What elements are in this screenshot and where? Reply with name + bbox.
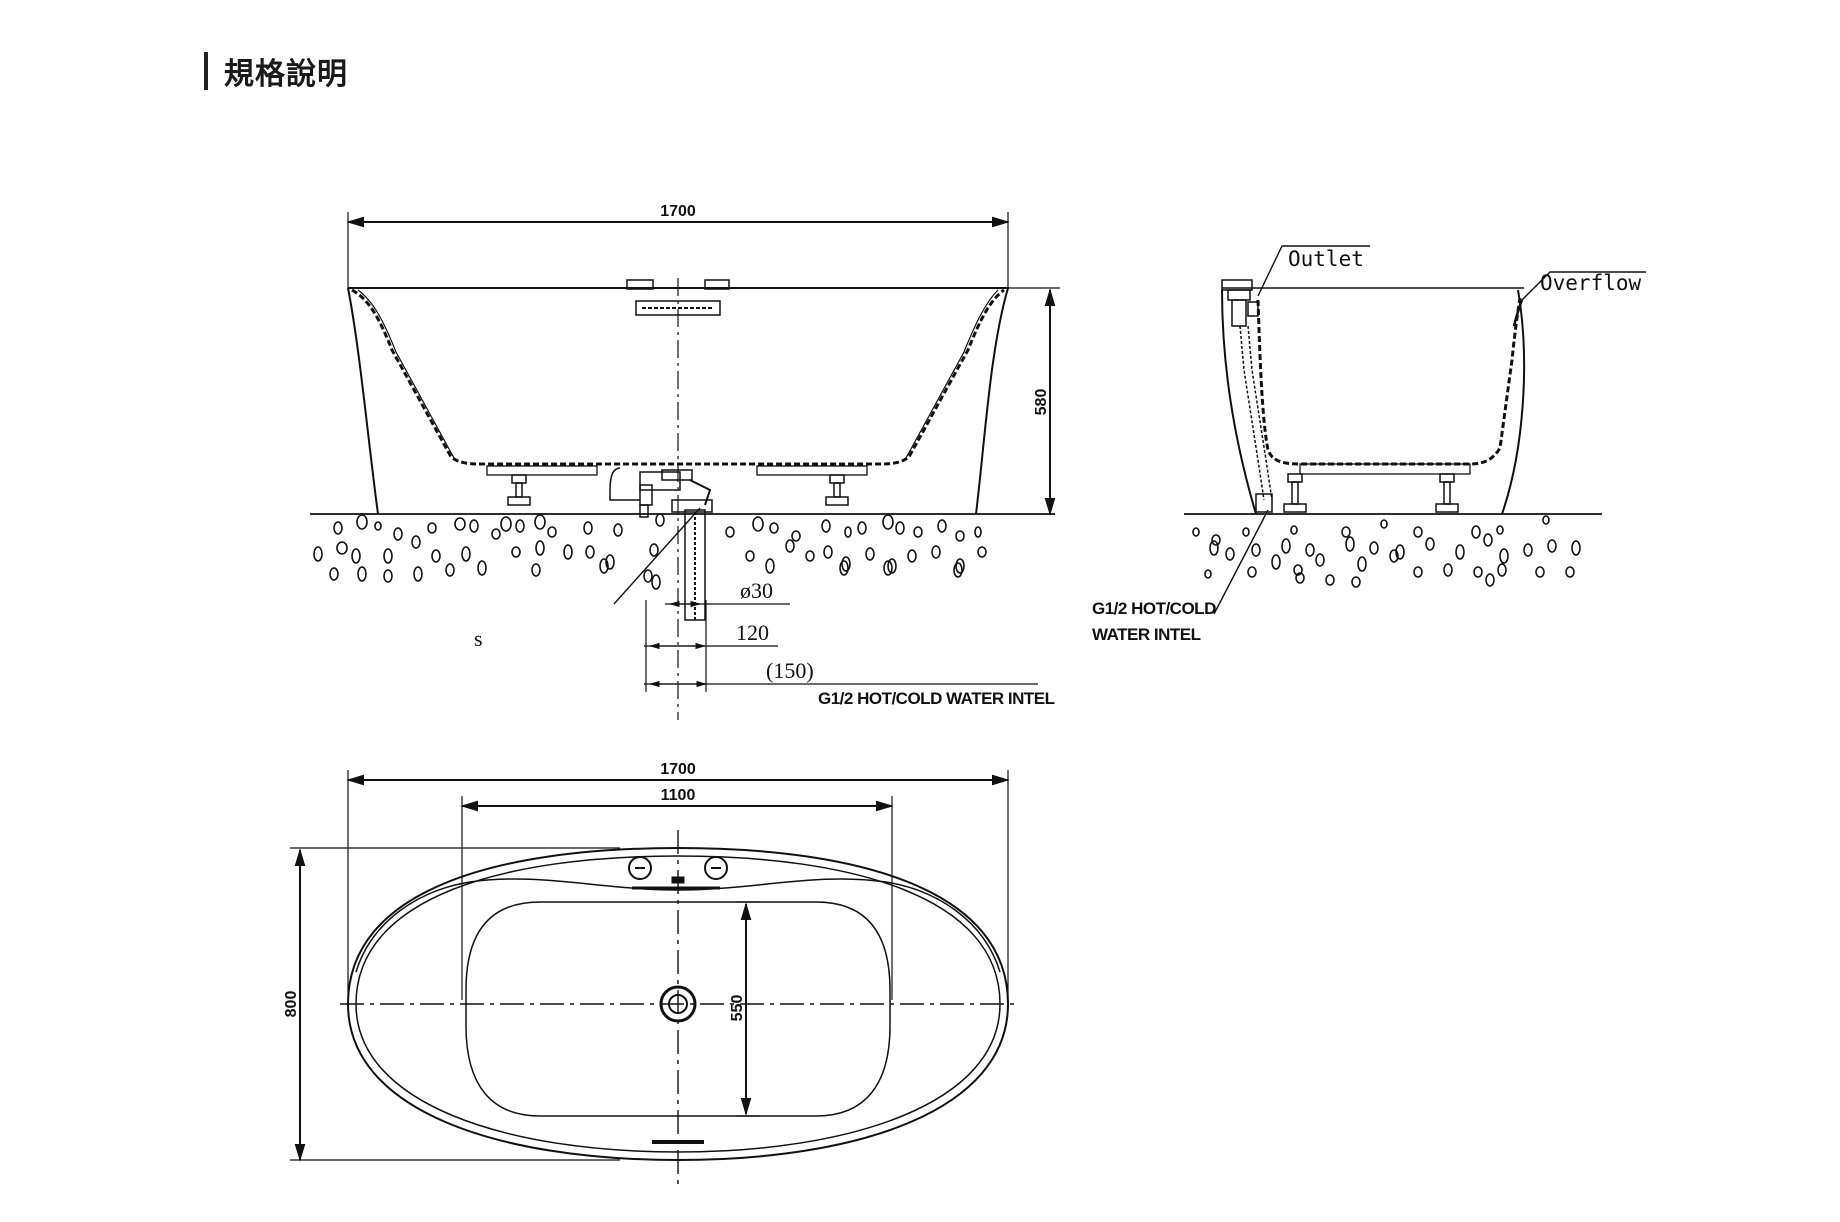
front-view (310, 212, 1060, 720)
section-title-bar (204, 52, 208, 90)
section-title: 規格說明 (224, 57, 348, 92)
outlet-label: Outlet (1288, 247, 1364, 271)
side-view (1184, 245, 1646, 615)
tub-side-outline (1221, 289, 1257, 515)
side-inlet-label-line2: WATER INTEL (1092, 625, 1201, 644)
top-view (290, 770, 1016, 1186)
tub-front-outline (348, 287, 1010, 515)
front-height-label: 580 (1033, 389, 1050, 416)
front-width-label: 1700 (660, 203, 696, 220)
inner-basin-outline (465, 901, 891, 1117)
overflow-label: Overflow (1540, 271, 1642, 295)
front-inlet-label: G1/2 HOT/COLD WATER INTEL (818, 689, 1055, 708)
top-outer-width-label: 1700 (660, 761, 696, 778)
side-inlet-label-line1: G1/2 HOT/COLD (1092, 599, 1216, 618)
top-inner-width-label: 1100 (661, 787, 696, 804)
stray-label: s (474, 626, 483, 651)
offset-120-label: 120 (736, 620, 769, 645)
top-outer-depth-label: 800 (283, 991, 300, 1018)
side-gravel (1192, 515, 1581, 588)
pipe-diameter-label: ø30 (740, 578, 773, 603)
section-header: 規格說明 (204, 52, 348, 92)
offset-150-label: (150) (766, 658, 814, 683)
top-inner-depth-label: 550 (729, 995, 746, 1022)
front-gravel (313, 513, 987, 590)
drain-icon (659, 985, 697, 1023)
